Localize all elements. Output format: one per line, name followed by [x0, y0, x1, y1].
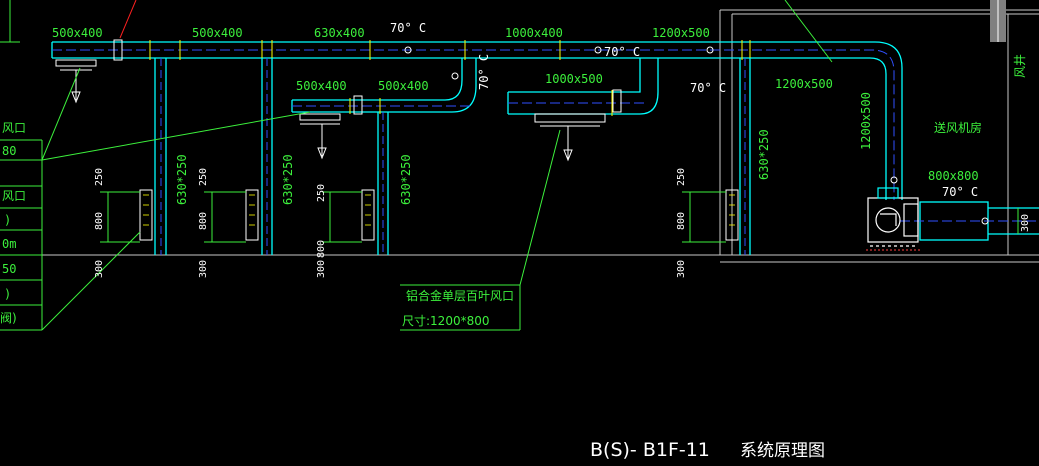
duct-size-9: 1200x500 [775, 77, 833, 91]
left-label-7: ) [4, 287, 11, 301]
dimension-lines [0, 0, 1019, 331]
duct-size-6: 500x400 [296, 79, 347, 93]
riser-size-2: 630*250 [281, 154, 295, 205]
dim-300-fan: 300 [1020, 214, 1031, 232]
duct-size-5: 1200x500 [652, 26, 710, 40]
riser-size-3: 630*250 [399, 154, 413, 205]
temp-label-4: 70° C [477, 54, 491, 90]
dim-800-2: 800 [198, 212, 209, 230]
diffusers [55, 59, 606, 162]
room-shaft: 风井 [1013, 54, 1027, 78]
left-label-8: 阀) [0, 311, 17, 325]
risers [154, 58, 751, 255]
dim-800-4: 800 [676, 212, 687, 230]
left-label-5: 0m [2, 237, 16, 251]
drawing-subtitle: 系统原理图 [740, 441, 825, 461]
duct-size-4: 1000x400 [505, 26, 563, 40]
duct-size-11: 800x800 [928, 169, 979, 183]
left-label-4: ) [4, 213, 11, 227]
duct-joints [149, 40, 751, 116]
left-label-3: 风口 [2, 189, 26, 203]
dim-250-2: 250 [198, 168, 209, 186]
left-label-1: 风口 [2, 121, 26, 135]
dim-300-2: 300 [198, 260, 209, 278]
callout-louver-size: 尺寸:1200*800 [402, 314, 490, 328]
dim-250-1: 250 [94, 168, 105, 186]
riser-size-1: 630*250 [175, 154, 189, 205]
dim-300-3: 300 [316, 260, 327, 278]
room-fan-room: 送风机房 [934, 120, 982, 135]
left-label-6: 50 [2, 262, 16, 276]
temp-label-1: 70° C [390, 21, 426, 35]
duct-size-10: 1200x500 [859, 92, 873, 150]
temp-label-2: 70° C [604, 45, 640, 59]
riser-centerlines [160, 58, 746, 255]
side-louvers [139, 189, 739, 241]
duct-size-2: 500x400 [192, 26, 243, 40]
riser-size-4: 630*250 [757, 129, 771, 180]
callout-louver-name: 铝合金单层百叶风口 [406, 288, 514, 303]
dim-300-4: 300 [676, 260, 687, 278]
temp-label-5: 70° C [942, 185, 978, 199]
dim-250-3: 250 [316, 184, 327, 202]
main-duct [51, 41, 1039, 241]
duct-size-3: 630x400 [314, 26, 365, 40]
duct-size-7: 500x400 [378, 79, 429, 93]
dim-800-3: 800 [316, 240, 327, 258]
duct-size-8: 1000x500 [545, 72, 603, 86]
temp-label-3: 70° C [690, 81, 726, 95]
dim-300-1: 300 [94, 260, 105, 278]
duct-size-1: 500x400 [52, 26, 103, 40]
fire-dampers [113, 39, 989, 225]
duct-centerlines [52, 49, 1039, 222]
fan-unit [867, 187, 919, 247]
dim-250-4: 250 [676, 168, 687, 186]
red-leader [119, 0, 137, 39]
drawing-title: B(S)- B1F-11 [590, 439, 710, 461]
louver-hatching [143, 194, 735, 226]
left-label-2: 80 [2, 144, 16, 158]
dim-800-1: 800 [94, 212, 105, 230]
